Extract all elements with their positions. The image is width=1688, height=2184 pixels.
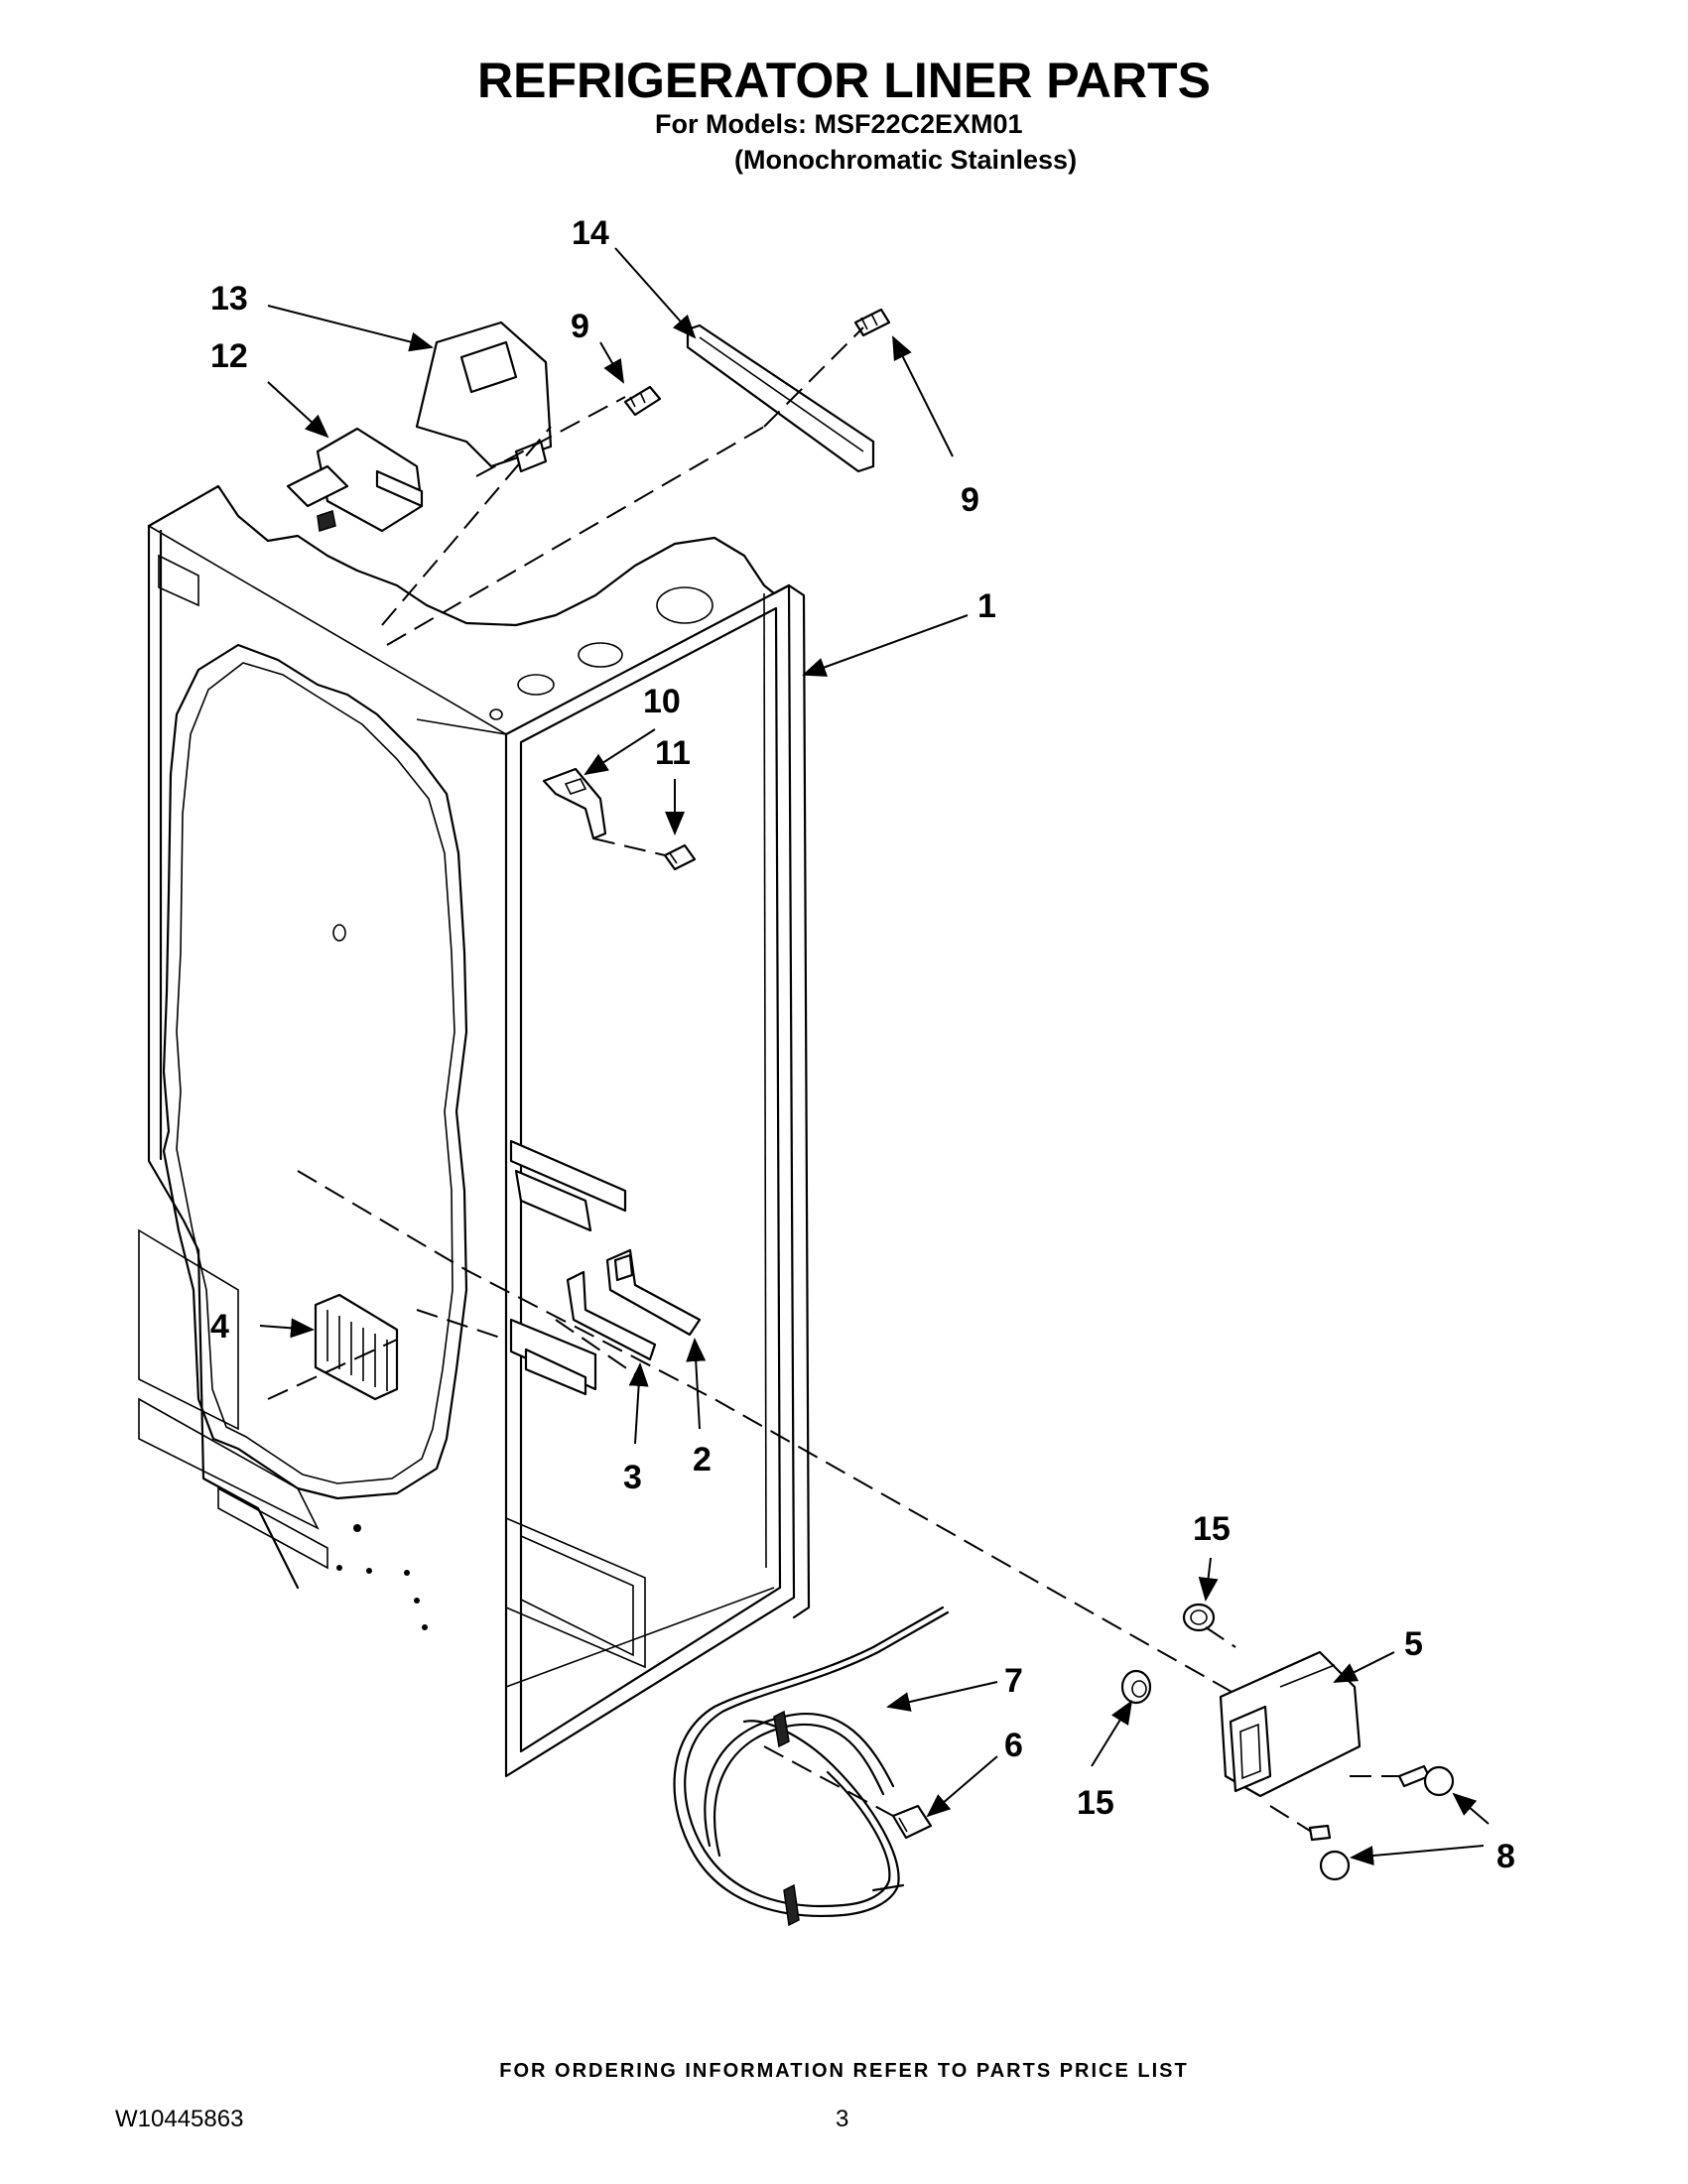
document-number: W10445863 bbox=[115, 2106, 244, 2132]
callout-6: 6 bbox=[1004, 1727, 1023, 1764]
refrigerator-liner bbox=[138, 484, 811, 1778]
part-6-screw bbox=[891, 1804, 933, 1840]
part-4-vent-grille bbox=[314, 1293, 399, 1401]
callout-12: 12 bbox=[210, 337, 248, 375]
part-14-top-rail bbox=[686, 323, 875, 473]
callout-9-top: 9 bbox=[571, 308, 589, 345]
part-15-grommet-lower bbox=[1120, 1669, 1152, 1705]
part-11-screw bbox=[663, 843, 697, 871]
callout-2: 2 bbox=[693, 1441, 712, 1478]
callout-8: 8 bbox=[1496, 1838, 1515, 1875]
callout-15-bottom: 15 bbox=[1077, 1784, 1114, 1822]
callout-7: 7 bbox=[1004, 1662, 1023, 1700]
part-5-housing bbox=[1219, 1650, 1362, 1798]
callout-10: 10 bbox=[643, 683, 681, 720]
part-15-grommet-upper bbox=[1182, 1603, 1216, 1632]
callout-11: 11 bbox=[655, 734, 691, 772]
callout-arrows bbox=[259, 247, 1490, 1865]
callout-3: 3 bbox=[623, 1459, 642, 1496]
callout-9-right: 9 bbox=[961, 481, 979, 519]
callout-13: 13 bbox=[210, 280, 248, 318]
part-2-bracket bbox=[605, 1248, 702, 1337]
callout-14: 14 bbox=[572, 214, 609, 252]
callout-5: 5 bbox=[1404, 1625, 1423, 1663]
callout-15-top: 15 bbox=[1193, 1510, 1231, 1548]
part-9-screw-left bbox=[623, 385, 662, 417]
callout-1: 1 bbox=[977, 587, 996, 625]
ordering-note: FOR ORDERING INFORMATION REFER TO PARTS … bbox=[499, 2060, 1189, 2082]
part-13-bracket bbox=[415, 321, 553, 473]
finish-line: (Monochromatic Stainless) bbox=[734, 145, 1078, 175]
assembly-lines bbox=[267, 326, 1399, 1832]
callout-4: 4 bbox=[210, 1308, 229, 1346]
models-line: For Models: MSF22C2EXM01 bbox=[655, 109, 1023, 139]
part-8-screw-upper bbox=[1397, 1764, 1455, 1797]
page-number: 3 bbox=[836, 2106, 849, 2132]
page-title: REFRIGERATOR LINER PARTS bbox=[477, 53, 1211, 108]
part-12-control-housing bbox=[286, 427, 424, 533]
part-8-screw-lower bbox=[1308, 1824, 1351, 1881]
part-7-water-tube bbox=[673, 1606, 950, 1927]
part-10-bracket bbox=[542, 767, 607, 840]
part-3-bracket bbox=[566, 1270, 657, 1361]
